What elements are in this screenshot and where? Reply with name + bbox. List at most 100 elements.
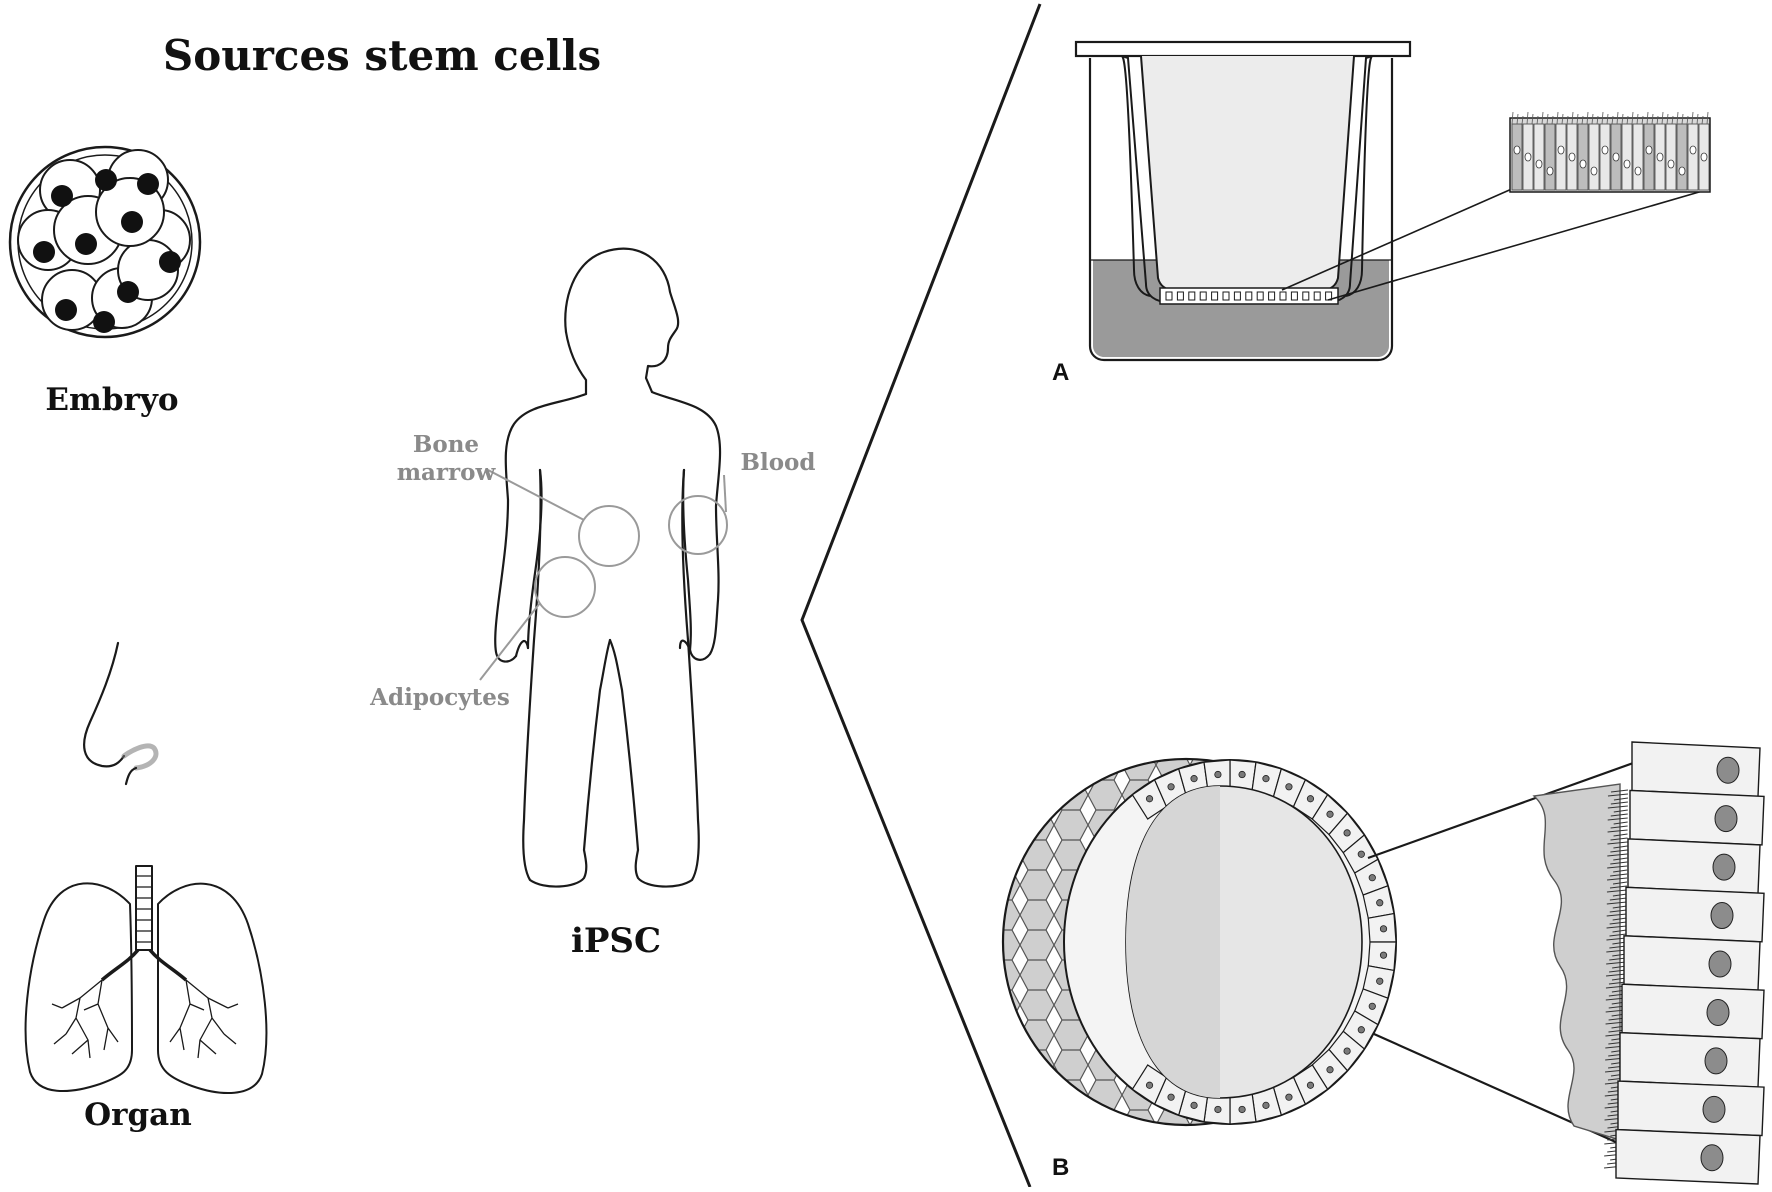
columnar-cell: [1617, 1080, 1765, 1137]
columnar-cell-nucleus: [1712, 853, 1736, 881]
morula-nucleus: [121, 211, 143, 233]
microvillus: [1612, 893, 1627, 897]
cilium: [1546, 113, 1549, 125]
ring-cell-nucleus: [1357, 1026, 1365, 1034]
epithelium-nucleus: [1612, 152, 1620, 162]
membrane-pore: [1188, 291, 1196, 301]
organ-label: Organ: [84, 1097, 192, 1133]
microvillus: [1607, 793, 1629, 797]
ring-cell-nucleus: [1379, 951, 1388, 959]
columnar-cell-nucleus: [1716, 756, 1740, 784]
ring-cell-nucleus: [1368, 874, 1376, 882]
morula-nucleus: [159, 251, 181, 273]
cilium: [1636, 113, 1639, 125]
ring-cell-nucleus: [1285, 783, 1293, 791]
membrane-pore: [1290, 291, 1298, 301]
cilium: [1556, 111, 1559, 125]
cilium: [1666, 113, 1669, 125]
membrane-pore: [1211, 291, 1219, 301]
microvillus: [1606, 949, 1627, 953]
morula-nucleus: [55, 299, 77, 321]
cilium: [1541, 111, 1544, 125]
microvillus: [1608, 981, 1627, 985]
membrane-pore: [1233, 291, 1241, 301]
microvillus: [1607, 865, 1628, 869]
cilium: [1651, 113, 1654, 125]
ring-cell-nucleus: [1167, 1093, 1175, 1101]
microvillus: [1606, 961, 1627, 965]
microvillus: [1612, 905, 1627, 909]
morula-nucleus: [95, 169, 117, 191]
cilium: [1626, 115, 1629, 125]
ring-cell-nucleus: [1214, 1105, 1222, 1114]
cilium: [1561, 113, 1564, 125]
cilium: [1511, 111, 1514, 125]
microvillus: [1607, 877, 1628, 881]
cilium: [1521, 115, 1524, 125]
epithelium-cells: [1511, 111, 1710, 191]
epithelium-nucleus: [1535, 159, 1543, 169]
adipocytes-site-circle: [534, 556, 596, 618]
cilium: [1661, 111, 1664, 125]
ring-cell-nucleus: [1262, 1101, 1270, 1109]
cilium: [1621, 113, 1624, 125]
microvillus: [1612, 881, 1628, 885]
microvillus: [1607, 805, 1628, 809]
morula-nucleus: [137, 173, 159, 195]
cilium: [1536, 115, 1539, 125]
microvillus: [1613, 857, 1628, 861]
microvillus: [1612, 929, 1627, 933]
cilium: [1571, 111, 1574, 125]
cilium: [1516, 113, 1519, 125]
microvillus: [1607, 829, 1628, 833]
ring-cell-nucleus: [1145, 795, 1154, 803]
cilium: [1616, 111, 1619, 125]
organoid-zoom-lines: [1367, 750, 1665, 1162]
microvillus: [1612, 917, 1627, 921]
morula-nucleus: [93, 311, 115, 333]
epithelium-cell: [1665, 123, 1677, 191]
columnar-cell: [1625, 886, 1765, 943]
cilium: [1696, 113, 1699, 125]
epithelium-cell: [1555, 123, 1567, 191]
panel-a-label: A: [1052, 359, 1069, 386]
membrane-pore: [1279, 291, 1287, 301]
columnar-cell-nucleus: [1704, 1047, 1728, 1075]
morula-nucleus: [75, 233, 97, 255]
cilium: [1676, 111, 1679, 125]
epithelium-nucleus: [1524, 152, 1532, 162]
epithelium-nucleus: [1590, 166, 1598, 176]
ring-cell-nucleus: [1379, 925, 1388, 933]
columnar-cell-nucleus: [1708, 950, 1732, 978]
ring-cell-nucleus: [1357, 850, 1365, 858]
membrane-pore: [1222, 291, 1230, 301]
organoid-sphere-illustration: [1001, 757, 1397, 1127]
epithelium-nucleus: [1601, 145, 1609, 155]
blood-label: Blood: [741, 449, 816, 476]
cilium: [1706, 111, 1709, 125]
embryo-morula-illustration: [8, 145, 202, 339]
morula-nucleus: [33, 241, 55, 263]
cilium: [1576, 113, 1579, 125]
ring-cell-nucleus: [1306, 795, 1315, 803]
cilium: [1551, 115, 1554, 125]
microvillus: [1606, 901, 1627, 905]
columnar-cell-nucleus: [1706, 998, 1730, 1026]
bone-marrow-label-line1: Bone: [413, 431, 479, 458]
microvillus: [1607, 841, 1628, 845]
ring-cell-nucleus: [1145, 1081, 1154, 1089]
epithelium-nucleus: [1667, 159, 1675, 169]
epithelium-nucleus: [1513, 145, 1521, 155]
microvillus: [1613, 797, 1628, 801]
microvillus: [1610, 825, 1628, 829]
cilium: [1646, 111, 1649, 125]
microvillus: [1610, 849, 1628, 853]
epithelium-nucleus: [1579, 159, 1587, 169]
ring-cell-nucleus: [1238, 770, 1246, 779]
columnar-cell-nucleus: [1710, 902, 1734, 930]
cilium: [1611, 115, 1614, 125]
ring-cell-nucleus: [1262, 775, 1270, 783]
epithelium-nucleus: [1656, 152, 1664, 162]
microvillus: [1610, 801, 1628, 805]
magnified-epithelium: [1532, 741, 1765, 1185]
